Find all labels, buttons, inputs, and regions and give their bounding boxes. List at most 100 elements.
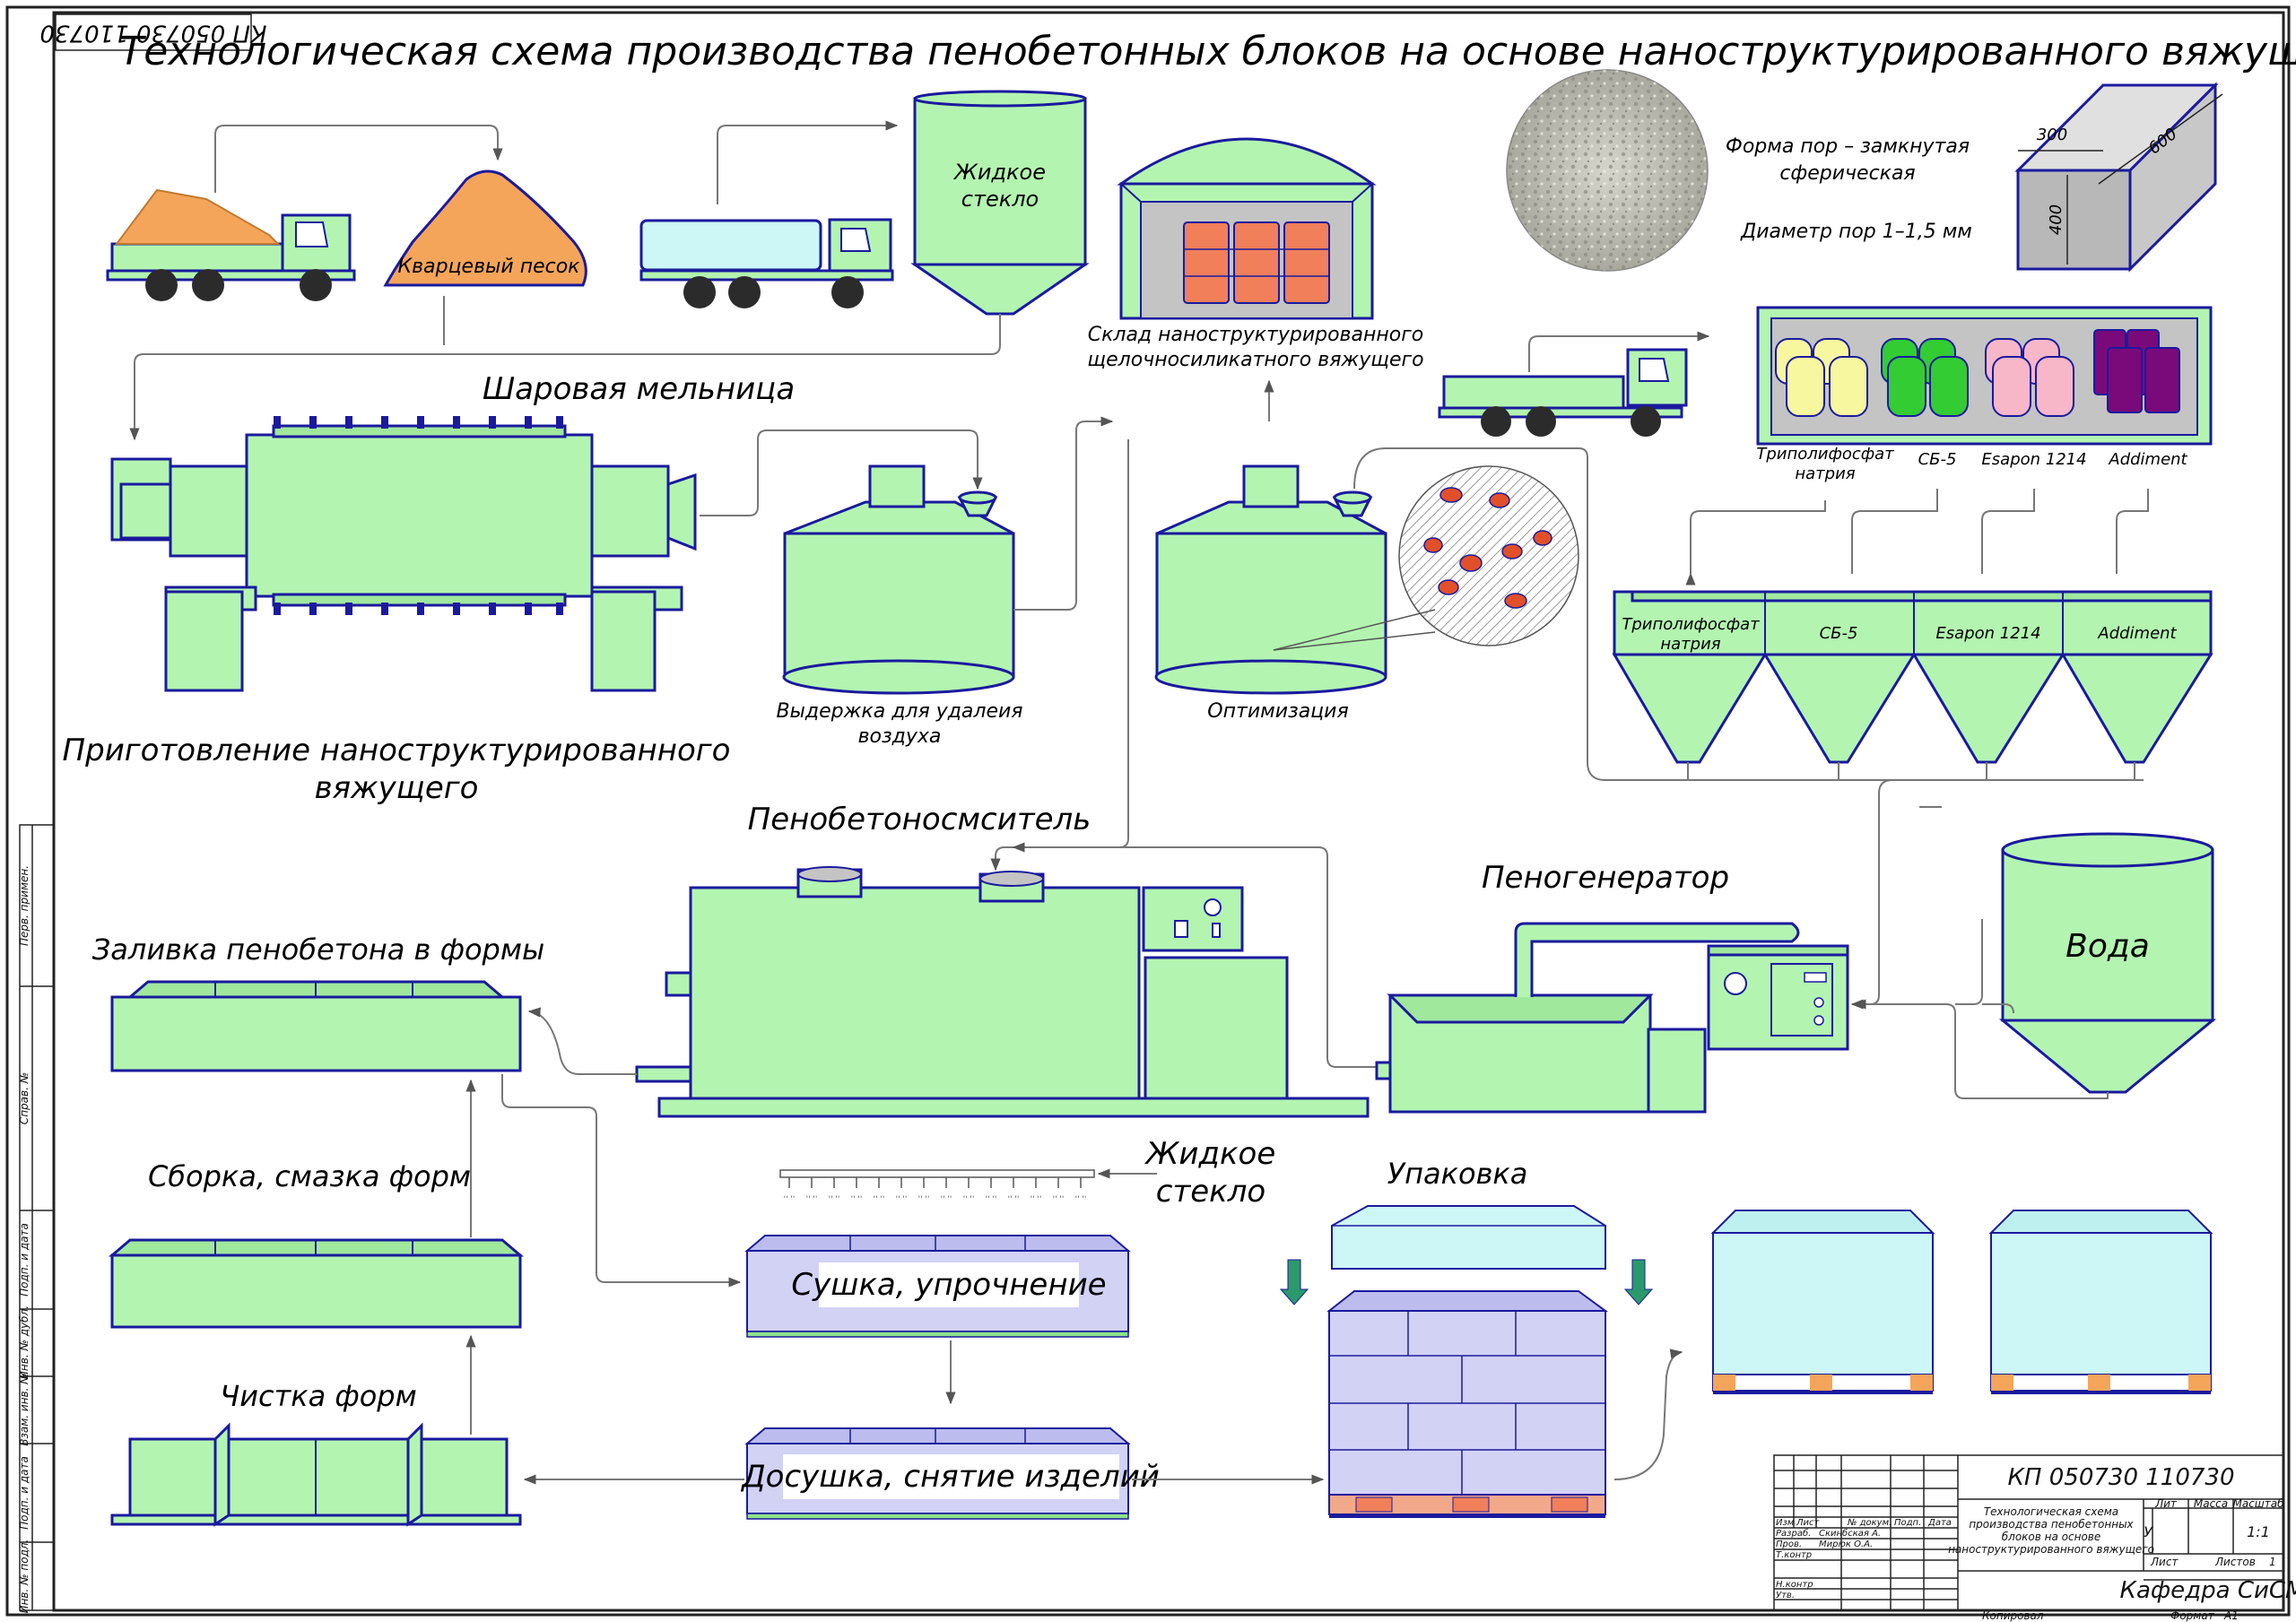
bags-green [1881,338,1969,417]
liquid-glass-2-label-1: Жидкое [1144,1136,1275,1172]
water-label: Вода [2066,928,2150,965]
side-stamp-2: Справ. № [18,1072,30,1124]
aging-label-1: Выдержка для удалеия [776,700,1022,723]
additive-2-label: СБ-5 [1918,450,1957,469]
hopper-4-label: Addiment [2097,624,2177,643]
tb-scale-val: 1:1 [2247,1523,2270,1540]
ball-mill-label: Шаровая мельница [483,371,795,407]
wrapped-pallet-2 [1988,1210,2213,1394]
hopper-2-label: СБ-5 [1820,624,1858,643]
tb-lit-val: У [2144,1523,2153,1540]
additive-1-label-1: Триполифосфат [1756,445,1894,464]
ball-mill [110,416,697,692]
side-stamp-3: Подп. и дата [18,1223,30,1297]
additive-1-label-2: натрия [1795,464,1855,483]
foam-structure-sample [1506,69,1709,272]
foam-generator [1375,922,1849,1114]
sand-dump-truck [106,188,356,301]
bags-yellow [1775,338,1868,417]
cleaning-forms [110,1422,522,1527]
liquid-glass-silo: Жидкое стекло [910,90,1090,316]
side-stamp-5: Взам. инв. № [18,1373,30,1445]
tb-checker: Мирюк О.А. [1819,1540,1873,1549]
tb-row-nkontr: Н.контр [1776,1580,1813,1590]
assembly-forms [108,1238,525,1329]
svg-text:'' '': '' '' [1075,1195,1087,1204]
side-stamp-4: Инв. № дубл. [18,1305,30,1379]
sheet-frame-outer [5,5,2291,1617]
svg-text:'' '': '' '' [918,1195,930,1204]
svg-text:'' '': '' '' [941,1195,952,1204]
side-stamp-6: Подп. и дата [18,1456,30,1530]
tb-col-doc: № докум. [1847,1518,1892,1528]
additive-hoppers [1612,590,2213,764]
dim-300-label: 300 [2037,126,2067,144]
tb-lit: Лит [2154,1497,2178,1510]
optimization-tank [1154,464,1436,695]
svg-text:'' '': '' '' [1008,1195,1020,1204]
packing-film [1331,1205,1606,1270]
tb-col-podp: Подп. [1894,1518,1921,1528]
tb-row-razrab: Разраб. [1776,1528,1811,1539]
mixer-label: Пенобетоносмситель [748,802,1091,837]
svg-text:'' '': '' '' [963,1195,975,1204]
dim-400-label: 400 [2047,204,2066,235]
assembly-label: Сборка, смазка форм [148,1159,471,1193]
final-drying-chamber: Досушка, снятие изделий [740,1427,1160,1520]
tb-row-tkontr: Т.контр [1776,1550,1812,1560]
svg-text:'' '': '' '' [986,1195,997,1204]
pallet-stack [1326,1290,1609,1518]
svg-text:'' '': '' '' [851,1195,863,1204]
aging-label-2: воздуха [858,725,942,748]
tb-copied: Копировал [1982,1609,2044,1622]
hopper-1-label-2: натрия [1660,635,1720,654]
side-stamp-1: Перв. примен. [18,865,30,946]
tb-author: Скинбская А. [1819,1528,1881,1539]
drying-chamber: Сушка, упрочнение [744,1235,1131,1338]
tb-sheets: Листов [2214,1556,2256,1568]
tb-row-prov: Пров. [1776,1540,1802,1549]
side-stamp: Перв. примен. Справ. № Подп. и дата Инв.… [18,824,55,1614]
tb-sheet: Лист [2150,1556,2179,1568]
mill-bolts-bottom [274,603,563,615]
wrapped-pallet-1 [1710,1210,1935,1394]
pore-shape-label-2: сферическая [1779,162,1915,185]
barrels-purple [2093,329,2180,413]
pouring-forms [110,980,522,1072]
liquid-glass-2-label-2: стекло [1156,1174,1266,1210]
foam-block-dimensions: 300 600 400 [2014,82,2223,273]
pore-diameter-label: Диаметр пор 1–1,5 мм [1740,221,1972,243]
quartz-sand-label: Кварцевый песок [398,256,581,278]
additive-3-label: Esapon 1214 [1981,450,2086,469]
svg-text:'' '': '' '' [829,1195,840,1204]
additive-truck [1438,348,1688,437]
tb-doc-title-3: блоков на основе [2002,1531,2100,1543]
tb-code: КП 050730 110730 [2007,1464,2234,1491]
foam-concrete-mixer [635,866,1370,1118]
optimization-label: Оптимизация [1207,700,1348,723]
quartz-sand-pile: Кварцевый песок [383,169,587,287]
tb-dept: Кафедра СиСМ [2120,1577,2296,1604]
side-stamp-7: Инв. № подл. [18,1540,30,1614]
rotated-stamp-code: КП 050730 110730 [39,20,266,47]
liquid-glass-sprayer: '' '' '' '' '' '' '' '' '' '' '' '' '' '' '' ''… [779,1169,1095,1204]
mill-bolts-top [274,416,563,429]
aging-tank [782,464,1015,695]
binder-barrels [1183,221,1330,304]
tb-doc-title-2: производства пенобетонных [1969,1518,2134,1531]
warehouse-label-2: щелочносиликатного вяжущего [1087,349,1423,371]
svg-text:'' '': '' '' [874,1195,885,1204]
water-tank: Вода [1998,832,2217,1094]
cleaning-label: Чистка форм [220,1379,416,1413]
silo-label-1: Жидкое [952,160,1046,185]
tb-col-izm: Изм [1776,1518,1795,1528]
svg-text:'' '': '' '' [896,1195,908,1204]
rotated-stamp: КП 050730 110730 [39,13,267,51]
tb-doc-title-1: Технологическая схема [1984,1505,2118,1518]
tb-col-date: Дата [1927,1518,1952,1528]
warehouse-label-1: Склад наноструктурированного [1088,324,1424,346]
pore-shape-label-1: Форма пор – замкнутая [1726,135,1970,158]
svg-text:'' '': '' '' [806,1195,818,1204]
tb-format: Формат [2170,1609,2215,1622]
